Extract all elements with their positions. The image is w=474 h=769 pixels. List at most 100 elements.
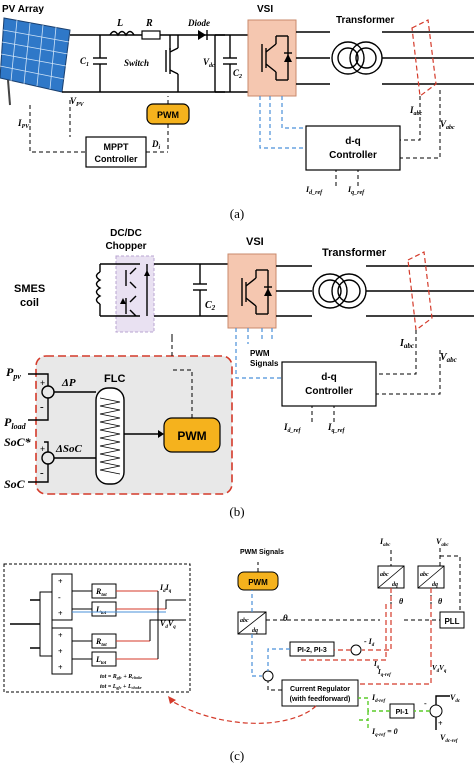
vdcref-label: Vdc-ref — [440, 733, 459, 744]
transformer-label: Transformer — [336, 15, 394, 26]
svg-text:+: + — [58, 609, 63, 618]
mppt-controller-block — [85, 136, 147, 168]
iqref-label-a: Iq_ref — [347, 185, 365, 196]
mppt-line1: MPPT — [103, 142, 129, 152]
delta-soc-label: ΔSoC — [55, 443, 83, 455]
sum-node-vdc — [429, 704, 443, 718]
ltot-label-top: Ltot — [95, 605, 107, 616]
sum-node-v — [262, 670, 274, 682]
iqref-label-c: Iq-ref — [377, 668, 392, 678]
resistor-icon — [141, 30, 161, 40]
pi23-label: PI-2, PI-3 — [297, 647, 327, 654]
chopper-line1: DC/DC — [110, 228, 142, 239]
vdvq-label-c: VdVq — [432, 664, 447, 674]
transformer-label-b: Transformer — [322, 247, 387, 259]
pv-array-label: PV Array — [2, 4, 44, 15]
ipv-label: IPV — [17, 118, 30, 130]
minus-soc: - — [40, 467, 44, 479]
iabc-label-c: Iabc — [379, 537, 391, 548]
smes-line2: coil — [20, 297, 39, 309]
ltot-equation: tot = Lgfc + Lchoke — [100, 684, 142, 690]
mppt-line2: Controller — [94, 154, 137, 164]
cr-line1: Current Regulator — [290, 686, 350, 693]
switch-label: Switch — [124, 58, 149, 68]
smes-coil-icon — [95, 271, 102, 305]
dq-line2-b: Controller — [305, 386, 353, 397]
svg-text:+: + — [58, 577, 63, 586]
vsi-igbt-icon-b — [241, 269, 272, 315]
idref-label-c: Id-ref — [371, 693, 386, 704]
vabc-label-b: Vabc — [440, 352, 457, 364]
side-vdvq-label: VdVq — [160, 619, 176, 630]
idref-label-a: Id_ref — [305, 185, 323, 196]
pwm-signals-line2: Signals — [250, 359, 279, 368]
theta-label-2: θ — [399, 597, 404, 606]
dq-controller-block-b — [281, 361, 377, 407]
diode-label: Diode — [187, 18, 210, 28]
svg-text:abc: abc — [240, 618, 249, 624]
caption-b: (b) — [229, 504, 244, 519]
chopper-switches-icon — [116, 263, 150, 317]
side-idiq-label: IdIq — [159, 583, 172, 594]
rtot-label-top: Rtot — [95, 587, 107, 598]
dq-line2-a: Controller — [329, 150, 377, 161]
smes-line1: SMES — [14, 283, 45, 295]
pwm-label-b: PWM — [177, 429, 206, 443]
chopper-line2: Chopper — [105, 241, 146, 252]
plus-p: + — [40, 378, 45, 388]
cr-line2: (with feedforward) — [290, 696, 351, 703]
vdc-label-c: Vdc — [450, 693, 461, 704]
rtot-equation: tot = Rgfc + Rchoke — [100, 674, 142, 680]
plus-soc: + — [40, 444, 45, 454]
switch-icon — [165, 35, 179, 92]
ppv-label: Ppv — [6, 365, 21, 381]
flc-panel — [35, 355, 233, 495]
vpv-label: VPV — [70, 96, 85, 108]
diode-icon — [198, 30, 208, 40]
resistor-label: R — [145, 18, 153, 29]
vsi-label: VSI — [257, 4, 273, 15]
svg-text:dq: dq — [432, 582, 438, 588]
transformer-icon-b — [312, 273, 367, 309]
callout-arrow — [169, 699, 317, 724]
pv-panel-icon — [0, 17, 71, 106]
vabc-label-c: Vabc — [436, 537, 449, 548]
vsi-igbt-icon — [261, 35, 292, 81]
c2-label: C2 — [233, 68, 242, 80]
idref-label-b: Id_ref — [283, 422, 302, 434]
iqref-label-b: Iq_ref — [327, 422, 346, 434]
pi1-label: PI-1 — [396, 709, 409, 716]
theta-label-3: θ — [438, 597, 443, 606]
soc-star-label: SoC* — [4, 435, 32, 449]
caption-a: (a) — [230, 206, 244, 221]
svg-text:abc: abc — [380, 572, 389, 578]
panel-b: DC/DC Chopper SMES coil C2 VSI — [4, 228, 474, 519]
rtot-label-bot: Rtot — [95, 637, 107, 648]
pwm-label-a: PWM — [157, 110, 179, 120]
panel-c: + - + + + + Rtot Ltot Rtot Ltot IdIq VdV… — [3, 537, 465, 763]
vsi-label-b: VSI — [246, 236, 264, 248]
vdc-label: Vdc — [203, 57, 215, 69]
minus-vdc: - — [424, 699, 427, 708]
dq-line1-b: d-q — [321, 372, 337, 383]
iabc-label-b: Iabc — [399, 338, 414, 350]
svg-text:+: + — [58, 663, 63, 672]
inductor-label: L — [116, 18, 123, 29]
c2-label-b: C2 — [205, 300, 216, 312]
iabc-label-a: Iabc — [409, 105, 423, 117]
ltot-label-bot: Ltot — [95, 655, 107, 666]
sum-node-id — [350, 644, 362, 656]
flc-block-icon — [95, 387, 125, 485]
summation-stack: + - + + + + — [39, 573, 73, 675]
transformer-icon — [331, 41, 383, 75]
svg-text:dq: dq — [392, 582, 398, 588]
svg-text:abc: abc — [420, 572, 429, 578]
inductor-icon — [109, 30, 135, 37]
flc-label: FLC — [104, 373, 125, 385]
plus-vdcref: + — [438, 719, 443, 728]
pwm-signals-label-c: PWM Signals — [240, 549, 284, 556]
di-label: Di — [151, 139, 161, 151]
chopper-block — [115, 255, 155, 333]
dq-line1-a: d-q — [345, 136, 361, 147]
